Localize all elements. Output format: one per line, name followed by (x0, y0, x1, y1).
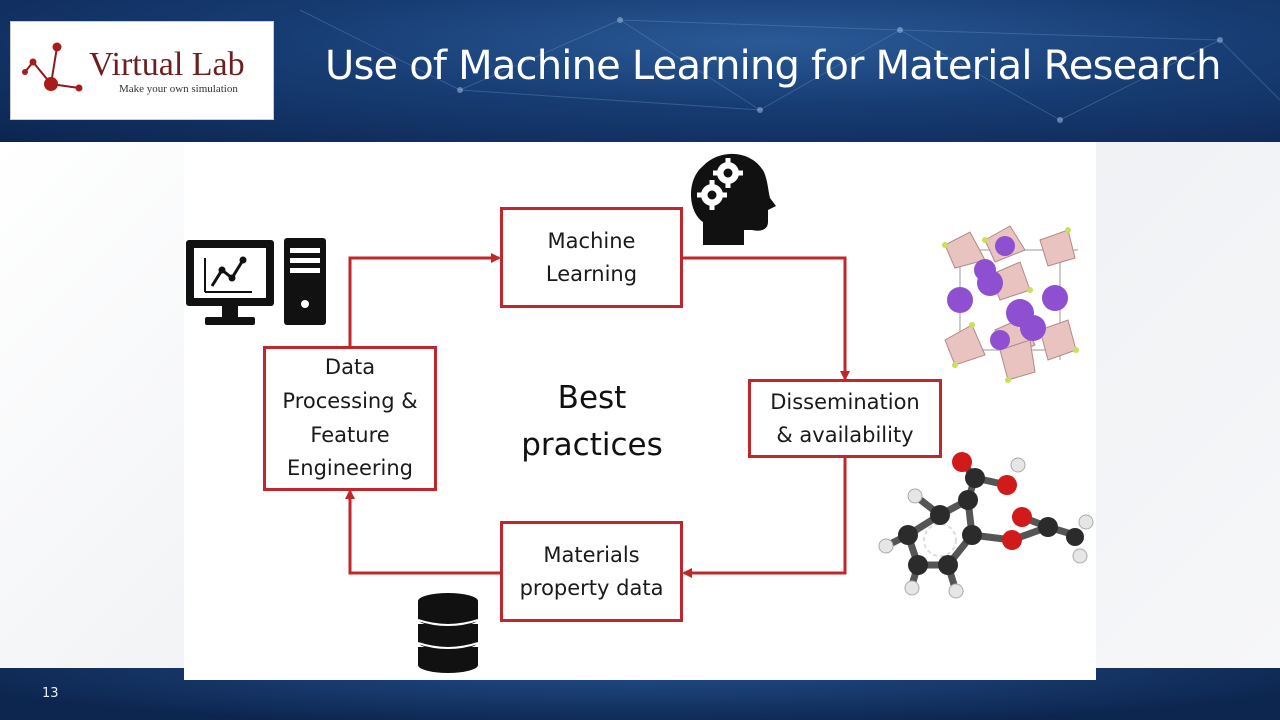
node-data-processing: Data Processing & Feature Engineering (263, 346, 437, 491)
arrow-materials-to-processing (345, 489, 500, 575)
network-background-graphic (299, 9, 1280, 123)
molecule-logo-icon (22, 42, 83, 92)
slide-title: Use of Machine Learning for Material Res… (325, 43, 1221, 89)
node-materials-property-data: Materials property data (500, 521, 683, 622)
virtual-lab-logo: Virtual Lab Make your own simulation (10, 21, 274, 120)
center-label: Best practices (521, 380, 663, 463)
arrow-processing-to-ml (348, 253, 501, 346)
arrow-ml-to-dissemination (683, 256, 850, 381)
logo-name: Virtual Lab (89, 46, 245, 83)
node-machine-learning: Machine Learning (500, 207, 683, 308)
page-number: 13 (42, 686, 59, 701)
logo-tagline: Make your own simulation (119, 83, 238, 95)
node-dissemination: Dissemination & availability (748, 379, 942, 458)
arrow-dissemination-to-materials (682, 458, 847, 578)
